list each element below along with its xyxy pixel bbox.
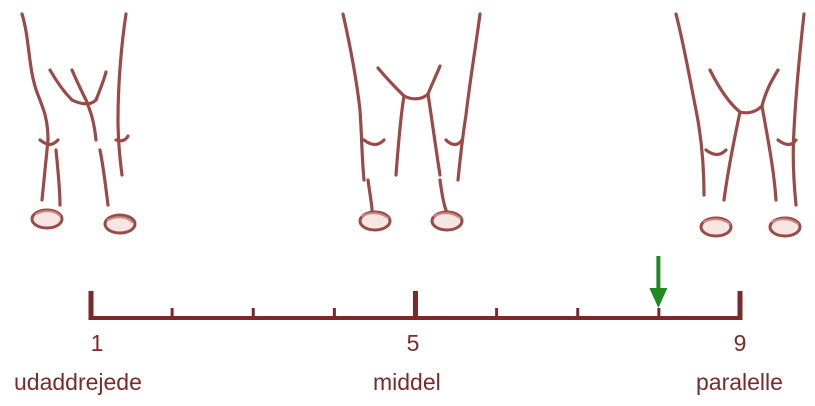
scale-label-5: 5	[406, 330, 420, 356]
scale-word-middle: middel	[373, 369, 441, 395]
scale-word-right: paralelle	[696, 369, 783, 395]
scale-word-left: udaddrejede	[14, 369, 142, 395]
scale-label-9: 9	[733, 330, 747, 356]
rating-marker-arrow	[649, 256, 668, 308]
scale-label-1: 1	[90, 330, 104, 356]
marker-arrow-head	[649, 288, 668, 308]
rating-scale	[88, 291, 743, 320]
legs-parallel-illustration	[674, 12, 806, 238]
legs-middle-illustration	[341, 12, 482, 232]
legs-turned-out-illustration	[20, 12, 137, 235]
